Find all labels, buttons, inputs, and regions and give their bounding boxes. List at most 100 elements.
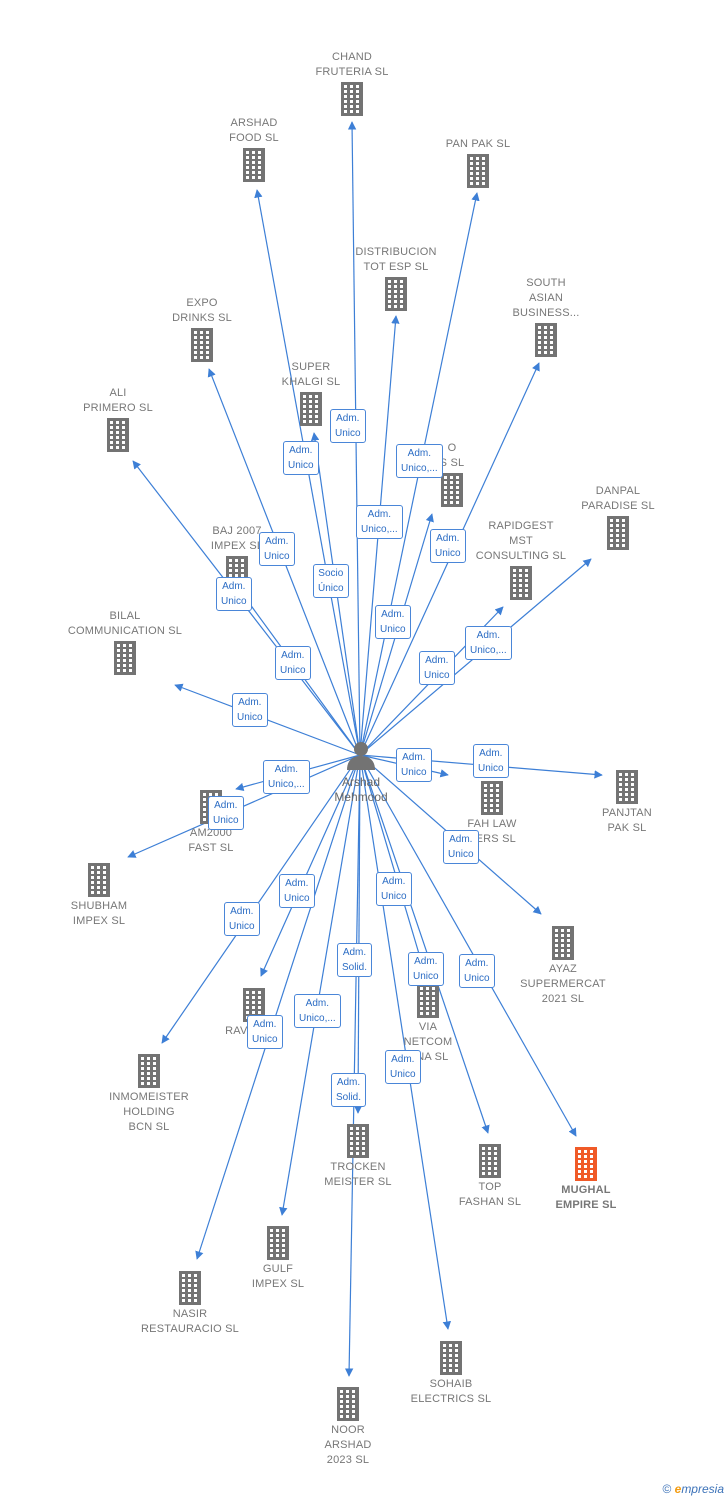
company-node-hidden_o[interactable]: O S SL bbox=[382, 441, 522, 509]
company-node-gulf[interactable]: GULF IMPEX SL bbox=[208, 1224, 348, 1292]
company-name: TROCKEN MEISTER SL bbox=[324, 1161, 392, 1188]
company-name: RAPIDGEST MST CONSULTING SL bbox=[475, 520, 567, 562]
copyright-symbol: © bbox=[662, 1482, 672, 1496]
brand-initial: e bbox=[674, 1482, 682, 1496]
company-node-via_netcom[interactable]: VIA NETCOM ONA SL bbox=[358, 982, 498, 1065]
building-icon bbox=[267, 1226, 289, 1260]
company-node-noor[interactable]: NOOR ARSHAD 2023 SL bbox=[278, 1385, 418, 1468]
relationship-label-mughal[interactable]: Adm. Unico bbox=[459, 954, 495, 988]
building-icon bbox=[607, 516, 629, 550]
company-node-danpal[interactable]: DANPAL PARADISE SL bbox=[548, 484, 688, 552]
relationship-label-rapidgest[interactable]: Adm. Unico bbox=[419, 651, 455, 685]
edge-mughal bbox=[359, 754, 577, 1137]
building-icon bbox=[347, 1124, 369, 1158]
relationship-label-bilal[interactable]: Adm. Unico bbox=[232, 693, 268, 727]
relationship-label-ali_primero[interactable]: Adm. Unico bbox=[216, 577, 252, 611]
building-icon bbox=[479, 1144, 501, 1178]
edge-trocken bbox=[353, 754, 363, 1114]
company-node-super_khalgi[interactable]: SUPER KHALGI SL bbox=[241, 360, 381, 428]
company-name: DANPAL PARADISE SL bbox=[581, 485, 655, 512]
relationship-label-ayaz[interactable]: Adm. Unico bbox=[443, 830, 479, 864]
relationship-label-am2000[interactable]: Adm. Unico,... bbox=[263, 760, 310, 794]
relationship-label-via_netcom[interactable]: Adm. Unico bbox=[376, 872, 412, 906]
building-icon bbox=[179, 1271, 201, 1305]
company-name: DISTRIBUCION TOT ESP SL bbox=[355, 246, 437, 273]
company-name: INMOMEISTER HOLDING BCN SL bbox=[109, 1091, 189, 1133]
building-icon bbox=[243, 148, 265, 182]
relationship-label-shubham[interactable]: Adm. Unico bbox=[208, 796, 244, 830]
relationship-label-sohaib[interactable]: Adm. Unico bbox=[385, 1050, 421, 1084]
company-name: AM2000 FAST SL bbox=[188, 827, 234, 854]
building-icon bbox=[107, 418, 129, 452]
relationship-label-hidden_o[interactable]: Adm. Unico bbox=[375, 605, 411, 639]
relationship-label-south_asian[interactable]: Adm. Unico bbox=[430, 529, 466, 563]
relationship-label-chand[interactable]: Adm. Unico bbox=[330, 409, 366, 443]
company-name: ALI PRIMERO SL bbox=[83, 387, 153, 414]
relationship-label-danpal[interactable]: Adm. Unico,... bbox=[465, 626, 512, 660]
company-name: SUPER KHALGI SL bbox=[281, 361, 341, 388]
company-name: TOP FASHAN SL bbox=[458, 1181, 522, 1208]
company-node-baj[interactable]: BAJ 2007 IMPEX SL bbox=[167, 524, 307, 592]
brand-name: mpresia bbox=[681, 1482, 724, 1496]
footer-brand: © empresia bbox=[662, 1482, 724, 1496]
relationship-label-panjtan[interactable]: Adm. Unico bbox=[473, 744, 509, 778]
company-node-chand[interactable]: CHAND FRUTERIA SL bbox=[282, 50, 422, 118]
company-node-bilal[interactable]: BILAL COMMUNICATION SL bbox=[55, 609, 195, 677]
building-icon bbox=[535, 323, 557, 357]
relationship-label-arshad_food[interactable]: Adm. Unico bbox=[283, 441, 319, 475]
company-node-top_fashan[interactable]: TOP FASHAN SL bbox=[420, 1142, 560, 1210]
company-node-ali_primero[interactable]: ALI PRIMERO SL bbox=[48, 386, 188, 454]
building-icon bbox=[417, 984, 439, 1018]
company-name: SOUTH ASIAN BUSINESS... bbox=[512, 277, 580, 319]
relationship-label-noor[interactable]: Adm. Solid. bbox=[331, 1073, 367, 1107]
building-icon bbox=[552, 926, 574, 960]
edge-nasir bbox=[195, 754, 361, 1260]
company-node-south_asian[interactable]: SOUTH ASIAN BUSINESS... bbox=[476, 276, 616, 359]
company-node-expo[interactable]: EXPO DRINKS SL bbox=[132, 296, 272, 364]
company-node-ayaz[interactable]: AYAZ SUPERMERCAT 2021 SL bbox=[493, 924, 633, 1007]
building-icon bbox=[510, 566, 532, 600]
relationship-label-nasir[interactable]: Adm. Unico bbox=[247, 1015, 283, 1049]
company-node-pan_pak[interactable]: PAN PAK SL bbox=[408, 137, 548, 190]
edge-gulf bbox=[279, 754, 361, 1216]
relationship-label-trocken[interactable]: Adm. Solid. bbox=[337, 943, 373, 977]
relationship-label-gulf[interactable]: Adm. Unico,... bbox=[294, 994, 341, 1028]
relationship-label-fah_law[interactable]: Adm. Unico bbox=[396, 748, 432, 782]
relationship-label-top_fashan[interactable]: Adm. Unico bbox=[408, 952, 444, 986]
company-name: GULF IMPEX SL bbox=[251, 1263, 305, 1290]
building-icon bbox=[467, 154, 489, 188]
relationship-label-distribucion[interactable]: Adm. Unico,... bbox=[356, 505, 403, 539]
building-icon bbox=[138, 1054, 160, 1088]
relationship-label-pan_pak[interactable]: Adm. Unico,... bbox=[396, 444, 443, 478]
building-icon bbox=[341, 82, 363, 116]
company-name: SOHAIB ELECTRICS SL bbox=[410, 1378, 492, 1405]
center-person[interactable]: Arshad Mehmood bbox=[301, 740, 421, 805]
company-node-rapidgest[interactable]: RAPIDGEST MST CONSULTING SL bbox=[451, 519, 591, 602]
building-icon bbox=[385, 277, 407, 311]
relationship-label-ravi7[interactable]: Adm. Unico bbox=[279, 874, 315, 908]
building-icon bbox=[88, 863, 110, 897]
relationship-label-baj[interactable]: Adm. Unico bbox=[275, 646, 311, 680]
company-name: PAN PAK SL bbox=[445, 138, 511, 150]
building-icon bbox=[616, 770, 638, 804]
relationship-label-expo[interactable]: Adm. Unico bbox=[259, 532, 295, 566]
company-node-mughal[interactable]: MUGHAL EMPIRE SL bbox=[516, 1145, 656, 1213]
company-node-shubham[interactable]: SHUBHAM IMPEX SL bbox=[29, 861, 169, 929]
company-node-nasir[interactable]: NASIR RESTAURACIO SL bbox=[120, 1269, 260, 1337]
relationship-label-inmomeister[interactable]: Adm. Unico bbox=[224, 902, 260, 936]
company-node-sohaib[interactable]: SOHAIB ELECTRICS SL bbox=[381, 1339, 521, 1407]
company-node-trocken[interactable]: TROCKEN MEISTER SL bbox=[288, 1122, 428, 1190]
company-name: O S SL bbox=[439, 442, 465, 469]
company-node-panjtan[interactable]: PANJTAN PAK SL bbox=[557, 768, 697, 836]
building-icon bbox=[114, 641, 136, 675]
company-name: ARSHAD FOOD SL bbox=[229, 117, 279, 144]
company-name: PANJTAN PAK SL bbox=[602, 807, 652, 834]
company-node-arshad_food[interactable]: ARSHAD FOOD SL bbox=[184, 116, 324, 184]
company-node-distribucion[interactable]: DISTRIBUCION TOT ESP SL bbox=[326, 245, 466, 313]
company-name: CHAND FRUTERIA SL bbox=[315, 51, 389, 78]
company-node-inmomeister[interactable]: INMOMEISTER HOLDING BCN SL bbox=[79, 1052, 219, 1135]
building-icon bbox=[481, 781, 503, 815]
edge-noor bbox=[344, 754, 361, 1377]
relationship-label-super_khalgi[interactable]: Socio Único bbox=[313, 564, 349, 598]
edge-inmomeister bbox=[161, 754, 361, 1044]
